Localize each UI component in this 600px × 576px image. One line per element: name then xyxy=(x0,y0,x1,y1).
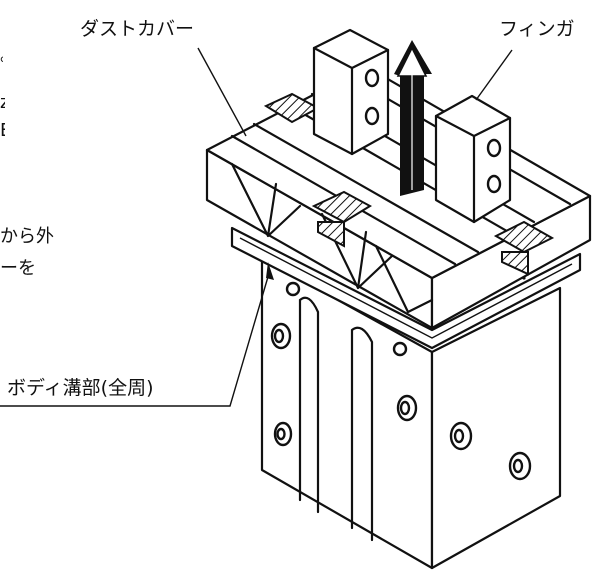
cut-text-fragment-3: E xyxy=(0,120,5,142)
mounting-hole-inner-icon xyxy=(512,458,524,474)
cut-text-fragment-4: から外 xyxy=(0,226,54,247)
pin-hole-icon xyxy=(392,341,408,357)
gripper-body xyxy=(230,226,582,570)
leader-line-body-groove xyxy=(0,269,271,407)
leader-arrowhead xyxy=(266,262,274,280)
mounting-hole-inner-icon xyxy=(399,400,411,416)
cut-text-fragment-5: ーを xyxy=(0,258,36,279)
cut-text-fragment-1: 。 xyxy=(0,45,3,67)
pin-hole-icon xyxy=(285,281,301,297)
cut-text-fragment-2: z xyxy=(0,92,5,113)
finger-left xyxy=(312,28,390,156)
label-dust-cover: ダストカバー xyxy=(80,18,195,40)
leader-line-finger xyxy=(475,49,513,101)
mounting-hole-inner-icon xyxy=(273,328,285,344)
up-arrow-icon xyxy=(394,40,432,196)
finger-right xyxy=(434,94,512,224)
label-finger: フィンガ xyxy=(499,18,575,40)
leader-line-dust-cover xyxy=(197,47,247,137)
mounting-hole-inner-icon xyxy=(276,427,286,441)
mounting-hole-inner-icon xyxy=(453,428,465,444)
label-body-groove: ボディ溝部(全周) xyxy=(7,377,154,399)
